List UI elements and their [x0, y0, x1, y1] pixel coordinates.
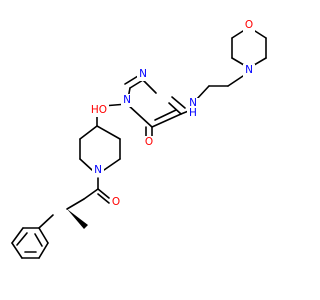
- amine-nitrogen-label: N: [189, 97, 197, 109]
- bond: [38, 227, 49, 244]
- bond: [79, 125, 98, 140]
- bond: [103, 158, 121, 171]
- bond: [254, 30, 267, 39]
- atom-labels: O N N H N N O HO N O: [89, 19, 255, 209]
- chemical-structure-diagram: O N N H N N O HO N O: [11, 19, 267, 259]
- bond: [38, 214, 54, 229]
- bond: [34, 233, 43, 247]
- bonds: [11, 30, 267, 259]
- bond: [142, 79, 157, 94]
- pyrimidine-nitrogen-left-label: N: [123, 94, 131, 106]
- bond: [96, 125, 121, 140]
- bond: [11, 242, 23, 259]
- bond: [124, 75, 139, 85]
- morpholine-nitrogen-label: N: [245, 64, 253, 76]
- pyrimidine-nitrogen-top-label: N: [139, 68, 147, 80]
- bond: [126, 103, 153, 128]
- piperidine-nitrogen-label: N: [94, 164, 102, 176]
- bond: [16, 232, 28, 246]
- ring-carbonyl-oxygen-label: O: [145, 136, 153, 148]
- bond: [83, 188, 99, 200]
- bond: [195, 85, 210, 101]
- bond: [79, 158, 93, 171]
- bond: [171, 96, 186, 109]
- morpholine-oxygen-label: O: [245, 19, 253, 31]
- amide-oxygen-label: O: [112, 196, 120, 208]
- bond: [227, 75, 244, 87]
- bond: [129, 79, 144, 89]
- bond: [38, 242, 49, 259]
- hydroxyl-label: HO: [91, 104, 107, 116]
- bond: [151, 113, 182, 128]
- bond: [154, 109, 177, 121]
- bond: [66, 198, 85, 210]
- bond: [168, 102, 182, 115]
- bond: [97, 193, 110, 204]
- bond: [11, 227, 24, 244]
- stereo-wedge-bond: [67, 209, 88, 229]
- bond: [231, 30, 244, 39]
- amine-hydrogen-label: H: [189, 107, 197, 119]
- bond: [97, 188, 110, 199]
